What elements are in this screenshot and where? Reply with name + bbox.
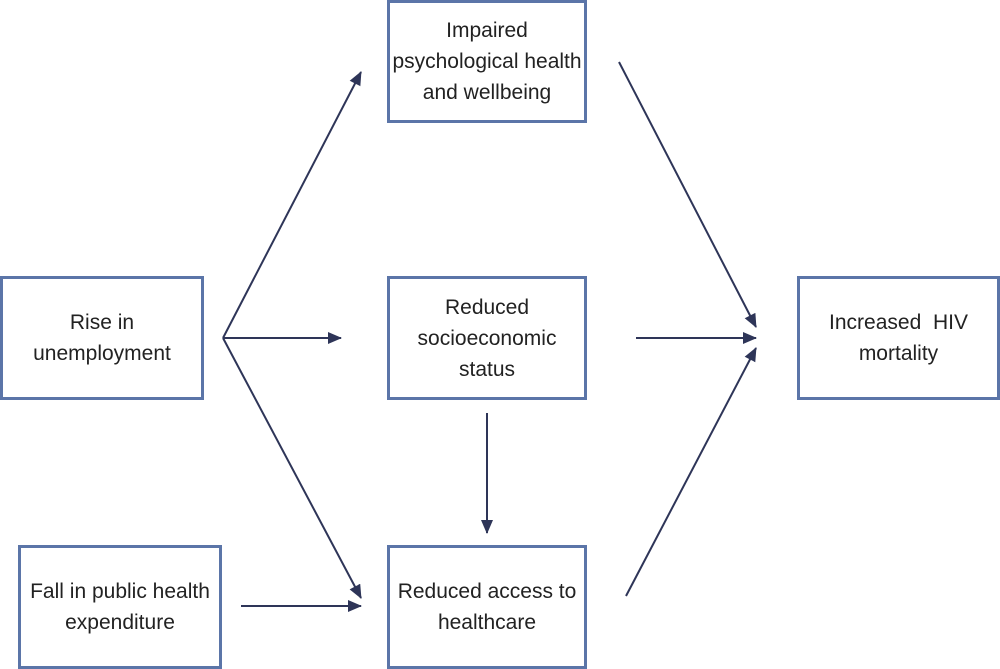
node-reduced-socioeconomic-status: Reduced socioeconomic status [387, 276, 587, 400]
node-label-line: healthcare [437, 611, 537, 634]
node-label-line: unemployment [33, 342, 171, 365]
node-fall-in-public-health-expenditure: Fall in public health expenditure [18, 545, 222, 669]
node-increased-hiv-mortality: Increased HIV mortality [797, 276, 1000, 400]
node-label-line: Increased HIV [829, 311, 968, 334]
node-rise-in-unemployment: Rise in unemployment [0, 276, 204, 400]
node-label-line: Fall in public health [30, 580, 210, 603]
node-label-line: psychological health [392, 50, 582, 73]
node-label-line: Rise in [69, 311, 135, 334]
node-label-line: mortality [858, 342, 939, 365]
arrow-rise-to-access [222, 337, 362, 599]
node-label-line: Reduced [444, 295, 530, 319]
node-impaired-psychological-health: Impaired psychological health and wellbe… [387, 0, 587, 123]
node-reduced-access-to-healthcare: Reduced access to healthcare [387, 545, 587, 669]
node-label-line: Reduced access to [397, 580, 577, 603]
node-label-line: expenditure [65, 611, 175, 634]
arrow-rise-to-impaired [222, 71, 362, 339]
node-label-line: status [458, 357, 516, 381]
arrow-impaired-to-hiv [618, 61, 757, 328]
node-label-line: socioeconomic [417, 326, 557, 350]
node-label-line: Impaired [446, 19, 528, 42]
node-label-line: and wellbeing [422, 81, 552, 104]
arrow-access-to-hiv [625, 347, 757, 597]
